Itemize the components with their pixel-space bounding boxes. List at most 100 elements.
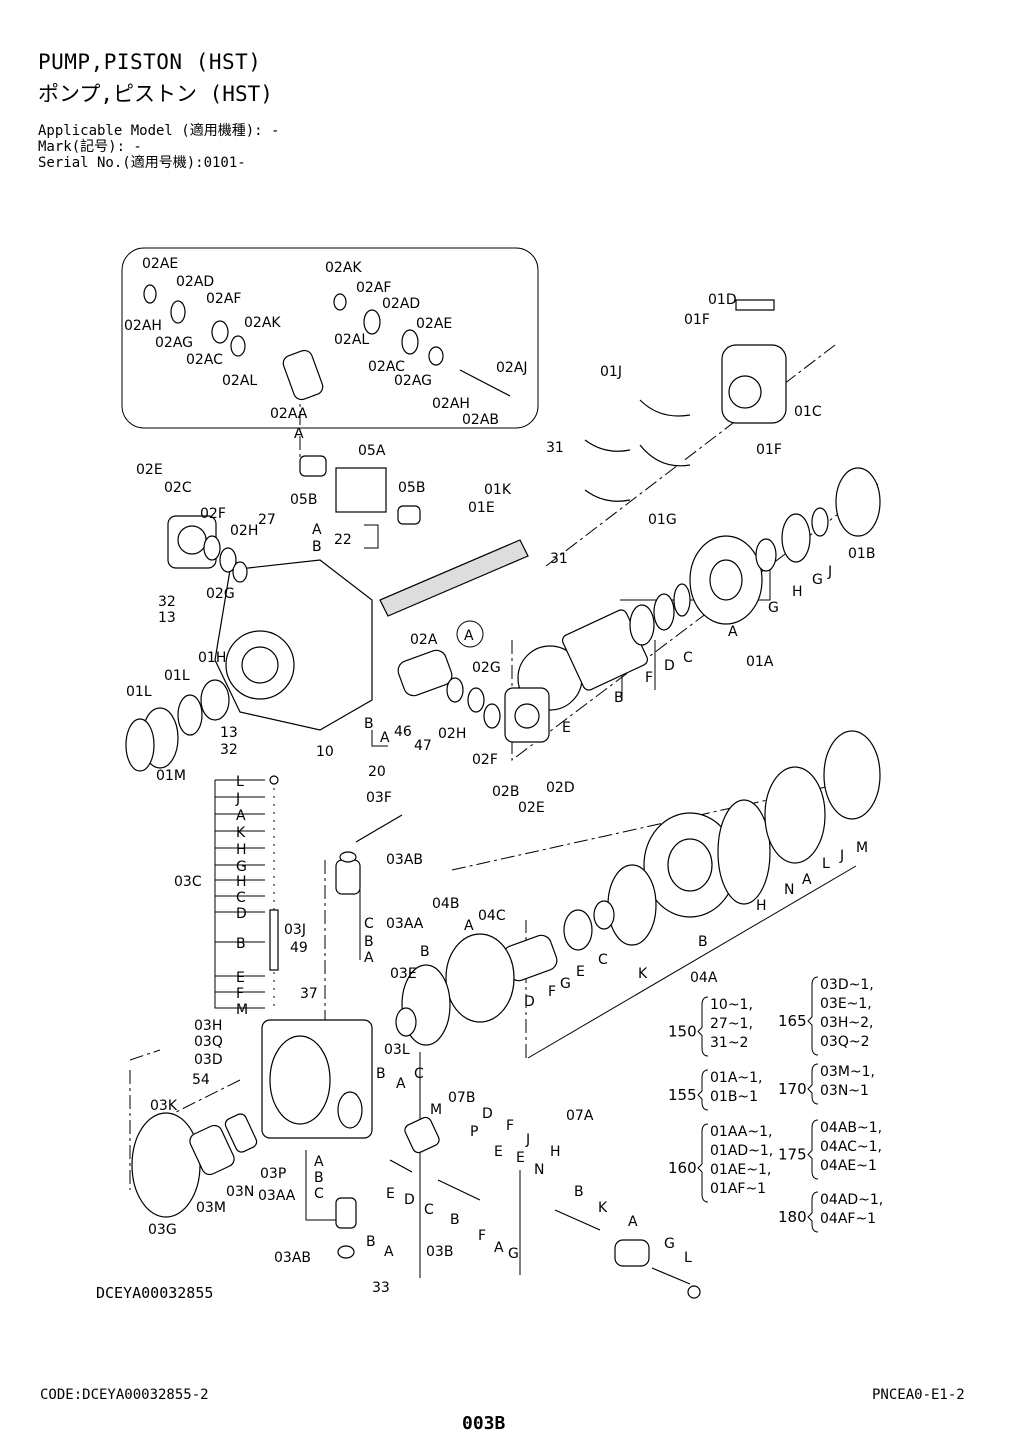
callout: B [698,934,708,950]
kit-id: 165 [778,1012,807,1030]
callout: 02C [164,480,192,496]
kit-item: 04AC~1, [820,1139,882,1155]
callout: 22 [334,532,352,548]
callout: 02AD [382,296,420,312]
callout: 02AK [244,315,281,331]
callout: 01L [164,668,190,684]
kit-brace [807,1063,819,1105]
callout: 02AF [356,280,391,296]
kit-id: 155 [668,1086,697,1104]
callout: 03AA [258,1188,296,1204]
callout: 03AB [274,1250,311,1266]
kit-item: 03H~2, [820,1015,873,1031]
callout: L [684,1250,692,1266]
callout: 49 [290,940,308,956]
kit-item: 04AB~1, [820,1120,882,1136]
callout: A [384,1244,394,1260]
callout: 02E [136,462,163,478]
callout: A [464,628,474,644]
assembly-centerlines [129,344,881,1190]
callout: H [792,584,803,600]
kit-item: 03D~1, [820,977,874,993]
callout: 01H [198,650,226,666]
footer-code: CODE:DCEYA00032855-2 [40,1387,209,1403]
kit-item: 04AF~1 [820,1211,876,1227]
kit-id: 175 [778,1146,807,1164]
callout: B [366,1234,376,1250]
callout: 02AF [206,291,241,307]
callout: 03M [196,1200,226,1216]
callout: 01K [484,482,512,498]
callout: B [574,1184,584,1200]
kit-brace [697,1123,709,1203]
callout: D [664,658,675,674]
callout: D [482,1106,493,1122]
callout: 07B [448,1090,475,1106]
callout: 31 [550,551,568,567]
kit-id: 180 [778,1208,807,1226]
callout: 02AL [334,332,369,348]
callout: 02AH [432,396,470,412]
callout: G [508,1246,519,1262]
callout: A [236,808,246,824]
callout: H [550,1144,561,1160]
callout: H [236,874,247,890]
callout: A [380,730,390,746]
callout: G [768,600,779,616]
callout-labels: 02AE 02AD 02AF 02AH 02AK 02AG 02AC 02AL … [124,256,875,1296]
callout: 02AJ [496,360,528,376]
callout: M [430,1102,442,1118]
callout: 03F [366,790,392,806]
callout: 02AK [325,260,362,276]
kit-item: 10~1, [710,997,753,1013]
callout: B [614,690,624,706]
kit-brace [807,976,819,1056]
callout: 02G [206,586,235,602]
callout: C [236,890,246,906]
kit-item: 01AA~1, [710,1124,772,1140]
kit-item: 01AD~1, [710,1143,773,1159]
kit-brace [807,1191,819,1233]
callout: 01D [708,292,737,308]
callout: A [802,872,812,888]
kit-item: 03N~1 [820,1083,869,1099]
callout: 02E [518,800,545,816]
callout: 04B [432,896,459,912]
callout: 04A [690,970,718,986]
callout: F [645,670,653,686]
callout: H [756,898,767,914]
callout: 05B [290,492,317,508]
kit-item: 31~2 [710,1035,748,1051]
callout: 01E [468,500,495,516]
page-number: 003B [462,1413,506,1434]
callout: B [364,716,374,732]
callout: G [560,976,571,992]
part-shapes [125,284,881,1299]
callout: C [314,1186,324,1202]
kit-id: 150 [668,1023,697,1041]
callout: 01F [756,442,782,458]
serial-number: Serial No.(適用号機):0101- [38,155,246,171]
callout: 03AB [386,852,423,868]
callout: 03D [194,1052,223,1068]
callout: A [396,1076,406,1092]
callout: 02D [546,780,575,796]
callout: C [683,650,693,666]
callout: 01B [848,546,875,562]
callout: A [294,426,304,442]
callout: A [628,1214,638,1230]
callout: K [638,966,648,982]
callout: 02F [200,506,226,522]
kit-id: 160 [668,1159,697,1177]
kit-brace [807,1119,819,1180]
callout: A [464,918,474,934]
callout: A [494,1240,504,1256]
kit-brace [697,996,709,1057]
callout: 02AE [142,256,178,272]
callout: K [598,1200,608,1216]
callout: L [236,774,244,790]
callout: 03J [284,922,306,938]
subassembly-a-frame [121,247,539,429]
callout: 02A [410,632,438,648]
callout: B [450,1212,460,1228]
